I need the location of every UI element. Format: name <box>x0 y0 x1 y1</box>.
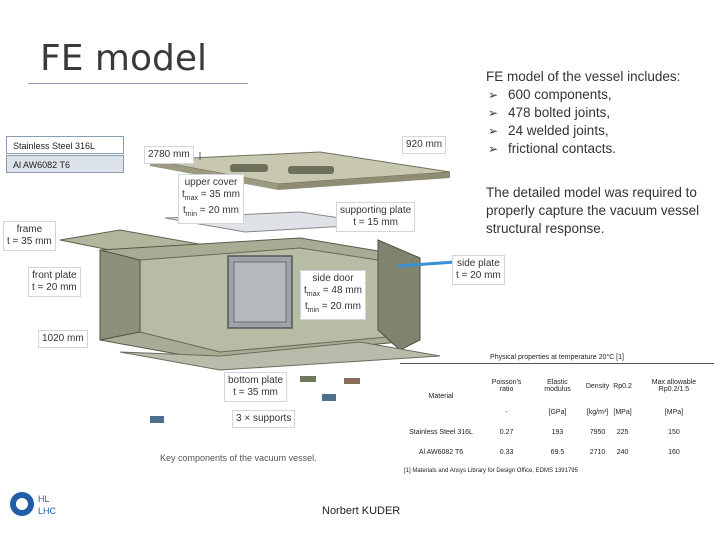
supports-label: 3 × supports <box>232 410 296 428</box>
table-row: Al AW6082 T6 0.33 69.5 2710 240 160 <box>400 442 714 462</box>
side-plate-thickness: t = 20 mm <box>456 270 501 281</box>
support-3 <box>322 394 336 401</box>
dim-width-text: 1020 mm <box>42 333 84 344</box>
side-plate-shape <box>377 239 421 351</box>
vessel-illustration <box>59 151 456 423</box>
bullet-welded: ➢24 welded joints, <box>488 123 609 138</box>
table-cell: 240 <box>616 448 629 456</box>
table-cell: Stainless Steel 316L <box>409 428 473 436</box>
table-reference: [1] Materials and Ansys Library for Desi… <box>404 468 578 474</box>
model-summary-intro: FE model of the vessel includes: <box>486 69 681 84</box>
figure-caption: Key components of the vacuum vessel. <box>160 453 317 463</box>
bullet-bolted: ➢478 bolted joints, <box>488 105 611 120</box>
unit-cell: [GPa] <box>548 408 567 416</box>
title-underline <box>28 83 248 84</box>
svg-text:HL: HL <box>38 494 50 504</box>
upper-cover-name: upper cover <box>184 177 238 188</box>
dim-length-text: 2780 mm <box>148 149 190 160</box>
table-header-row: Material Poisson's ratio Elastic modulus… <box>400 370 714 402</box>
side-plate-label: side plate t = 20 mm <box>452 255 505 285</box>
supporting-plate-label: supporting plate t = 15 mm <box>336 202 416 232</box>
properties-table: Material Poisson's ratio Elastic modulus… <box>400 370 714 462</box>
upper-cover-label: upper cover tmax = 35 mm tmin = 20 mm <box>178 174 244 224</box>
table-cell: 160 <box>668 448 680 456</box>
bullet-components: ➢600 components, <box>488 87 612 102</box>
arrow-bullet-icon: ➢ <box>488 106 499 120</box>
legend-aluminium-label: Al AW6082 T6 <box>13 160 71 170</box>
properties-table-caption: Physical properties at temperature 20°C … <box>490 354 624 361</box>
side-door-label: side door tmax = 48 mm tmin = 20 mm <box>300 270 366 320</box>
table-cell: 150 <box>668 428 680 436</box>
arrow-bullet-icon: ➢ <box>488 124 499 138</box>
th-density: Density <box>585 382 610 390</box>
th-material: Material <box>428 392 454 400</box>
model-summary-list: ➢600 components, ➢478 bolted joints, ➢24… <box>486 86 716 158</box>
table-cell: 225 <box>616 428 629 436</box>
legend-stainless-label: Stainless Steel 316L <box>13 141 96 151</box>
unit-cell: [MPa] <box>613 408 632 416</box>
supporting-plate-thickness: t = 15 mm <box>353 217 398 228</box>
pointer-side-plate <box>397 260 456 268</box>
table-row: Stainless Steel 316L 0.27 193 7950 225 1… <box>400 422 714 442</box>
slide-title: FE model <box>40 38 207 79</box>
frame-label: frame t = 35 mm <box>3 221 56 251</box>
arrow-bullet-icon: ➢ <box>488 88 499 102</box>
front-plate-name: front plate <box>32 270 77 281</box>
model-summary: FE model of the vessel includes: ➢600 co… <box>486 68 716 158</box>
front-plate-thickness: t = 20 mm <box>32 282 77 293</box>
dim-length-label: 2780 mm <box>144 146 194 164</box>
th-poisson: Poisson's ratio <box>491 379 522 393</box>
side-door-name: side door <box>312 273 354 284</box>
properties-table-wrapper: Physical properties at temperature 20°C … <box>400 352 714 480</box>
front-plate-label: front plate t = 20 mm <box>28 267 81 297</box>
table-cell: 2710 <box>589 448 606 456</box>
th-allowable: Max allowable Rp0.2/1.5 <box>651 379 697 393</box>
bottom-plate-shape <box>119 341 441 371</box>
table-cell: 193 <box>551 428 564 436</box>
unit-cell: [MPa] <box>664 408 684 416</box>
side-plate-name: side plate <box>456 258 500 269</box>
frame-thickness: t = 35 mm <box>7 236 52 247</box>
table-cell: Al AW6082 T6 <box>418 448 464 456</box>
bottom-plate-thickness: t = 35 mm <box>233 387 278 398</box>
front-plate-shape <box>99 249 141 341</box>
table-cell: 69.5 <box>550 448 565 456</box>
bottom-plate-name: bottom plate <box>228 375 284 386</box>
bottom-plate-label: bottom plate t = 35 mm <box>224 372 288 402</box>
dim-height-label: 920 mm <box>402 136 447 154</box>
legend-stainless: Stainless Steel 316L <box>6 136 124 154</box>
th-rp02: Rp0.2 <box>613 382 632 390</box>
upper-cover-tmax: tmax = 35 mm <box>182 189 240 202</box>
th-elastic: Elastic modulus <box>544 379 571 393</box>
arrow-bullet-icon: ➢ <box>488 142 499 156</box>
table-cell: 0.27 <box>499 428 514 436</box>
upper-cover-tmin: tmin = 20 mm <box>182 205 239 218</box>
dim-width-label: 1020 mm <box>38 330 88 348</box>
author-name: Norbert KUDER <box>322 505 401 517</box>
legend-aluminium: Al AW6082 T6 <box>6 155 124 173</box>
supporting-plate-name: supporting plate <box>340 205 412 216</box>
table-units-row: - [GPa] [kg/m³] [MPa] [MPa] <box>400 402 714 422</box>
side-door-tmin: tmin = 20 mm <box>304 301 361 314</box>
dim-height-text: 920 mm <box>406 139 443 150</box>
unit-cell: [kg/m³] <box>586 408 609 416</box>
unit-cell: - <box>505 408 508 416</box>
frame-name: frame <box>16 224 43 235</box>
model-statement: The detailed model was required to prope… <box>486 185 700 236</box>
support-1 <box>150 416 164 423</box>
side-door-tmax: tmax = 48 mm <box>304 285 362 298</box>
hl-lhc-logo-icon: HL LHC <box>10 492 57 516</box>
table-cell: 0.33 <box>499 448 514 456</box>
supports-name: 3 × supports <box>236 413 292 424</box>
svg-text:LHC: LHC <box>38 506 57 516</box>
table-cell: 7950 <box>589 428 606 436</box>
bullet-contacts: ➢frictional contacts. <box>488 141 617 156</box>
hl-lhc-logo: HL LHC <box>6 484 76 524</box>
